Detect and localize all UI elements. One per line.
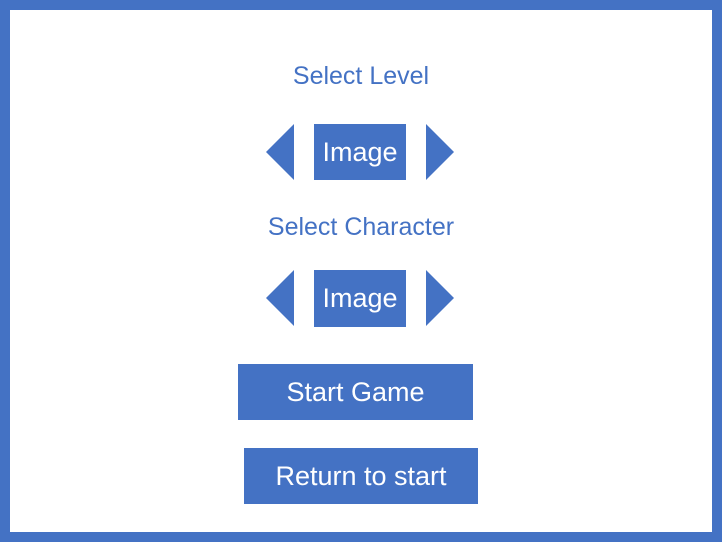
level-image-label: Image — [322, 136, 398, 167]
select-character-heading: Select Character — [267, 213, 455, 241]
level-image-placeholder: Image — [314, 124, 406, 180]
character-image-label: Image — [322, 283, 398, 313]
character-prev-arrow-icon[interactable] — [266, 270, 294, 326]
return-to-start-label: Return to start — [275, 460, 447, 491]
start-game-button[interactable]: Start Game — [238, 364, 473, 420]
return-to-start-button[interactable]: Return to start — [244, 448, 478, 504]
start-game-label: Start Game — [286, 376, 425, 407]
character-next-arrow-icon[interactable] — [426, 270, 454, 326]
level-next-arrow-icon[interactable] — [426, 124, 454, 180]
level-prev-arrow-icon[interactable] — [266, 124, 294, 180]
character-image-placeholder: Image — [314, 270, 406, 327]
select-level-heading: Select Level — [292, 62, 430, 90]
